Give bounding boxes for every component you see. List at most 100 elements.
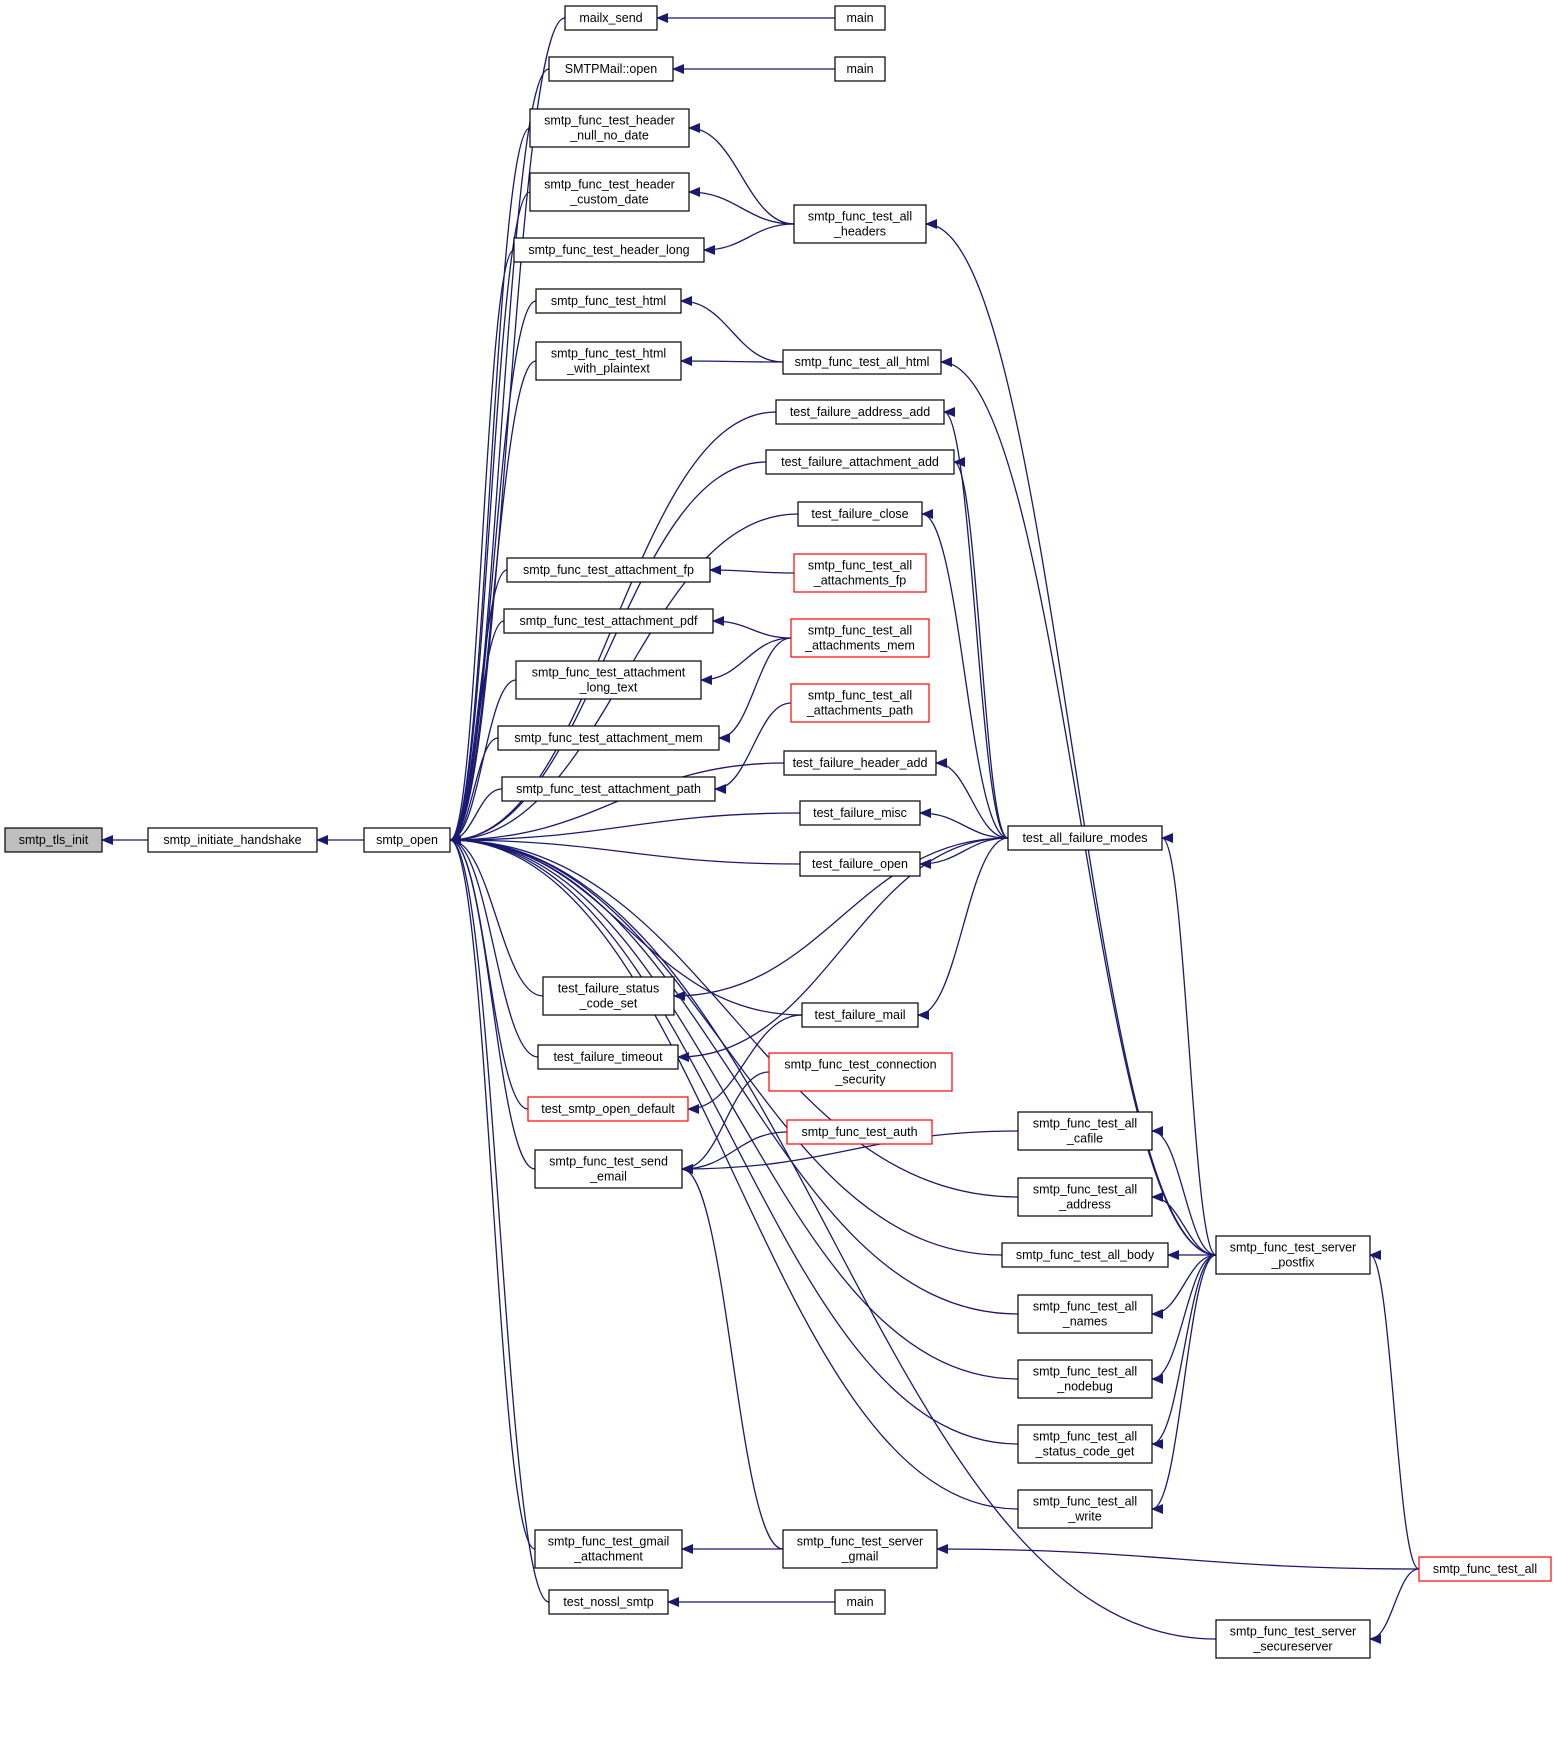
node-html[interactable]: smtp_func_test_html bbox=[535, 288, 682, 314]
node-all_cafile[interactable]: smtp_func_test_all_cafile bbox=[1017, 1111, 1153, 1151]
node-all_att_path[interactable]: smtp_func_test_all_attachments_path bbox=[790, 683, 930, 723]
edge-all_html-to-html_plain bbox=[680, 356, 784, 367]
edge-server_postfix-to-all_nodebug bbox=[1151, 1254, 1217, 1384]
node-box bbox=[834, 1589, 886, 1615]
node-label: smtp_func_test_attachment_pdf bbox=[520, 614, 698, 628]
node-att_path[interactable]: smtp_func_test_attachment_path bbox=[501, 776, 716, 802]
edge-server_postfix-to-all_headers bbox=[925, 219, 1217, 1256]
node-mailx_send[interactable]: mailx_send bbox=[564, 5, 658, 31]
node-nossl[interactable]: test_nossl_smtp bbox=[548, 1589, 669, 1615]
node-auth[interactable]: smtp_func_test_auth bbox=[786, 1119, 933, 1145]
node-box bbox=[782, 1529, 938, 1569]
node-header_null[interactable]: smtp_func_test_header_null_no_date bbox=[529, 108, 690, 148]
node-box bbox=[765, 449, 955, 475]
node-label: smtp_func_test_connection bbox=[784, 1058, 936, 1072]
node-label: smtp_func_test_attachment bbox=[532, 666, 686, 680]
node-main1[interactable]: main bbox=[834, 5, 886, 31]
node-main3[interactable]: main bbox=[834, 1589, 886, 1615]
node-all_att_mem[interactable]: smtp_func_test_all_attachments_mem bbox=[790, 618, 930, 658]
node-label: _attachments_fp bbox=[813, 574, 906, 588]
node-label: test_failure_timeout bbox=[553, 1050, 663, 1064]
node-all_nodebug[interactable]: smtp_func_test_all_nodebug bbox=[1017, 1359, 1153, 1399]
node-send_email[interactable]: smtp_func_test_send_email bbox=[534, 1149, 683, 1189]
edge-all_html-to-html bbox=[680, 296, 784, 363]
node-all_write[interactable]: smtp_func_test_all_write bbox=[1017, 1489, 1153, 1529]
edge-nossl-to-smtp_open bbox=[449, 835, 550, 1603]
node-box bbox=[564, 5, 658, 31]
node-label: smtp_open bbox=[376, 833, 438, 847]
node-box bbox=[797, 501, 923, 527]
node-tf_open[interactable]: test_failure_open bbox=[799, 851, 921, 877]
node-box bbox=[1017, 1424, 1153, 1464]
node-label: _email bbox=[589, 1170, 627, 1184]
node-tf_header[interactable]: test_failure_header_add bbox=[783, 750, 937, 776]
node-tf_status[interactable]: test_failure_status_code_set bbox=[542, 976, 675, 1016]
edge-server_postfix-to-all_address bbox=[1151, 1192, 1217, 1256]
node-server_gmail[interactable]: smtp_func_test_server_gmail bbox=[782, 1529, 938, 1569]
node-box bbox=[1215, 1235, 1371, 1275]
node-smtp_initiate_handshake[interactable]: smtp_initiate_handshake bbox=[147, 827, 318, 853]
edge-tf_misc-to-smtp_open bbox=[449, 812, 801, 845]
edge-server_gmail-to-send_email bbox=[681, 1164, 784, 1550]
node-main2[interactable]: main bbox=[834, 56, 886, 82]
node-label: _cafile bbox=[1066, 1132, 1103, 1146]
node-label: test_failure_misc bbox=[813, 806, 907, 820]
node-header_custom[interactable]: smtp_func_test_header_custom_date bbox=[529, 172, 690, 212]
node-all_att_fp[interactable]: smtp_func_test_all_attachments_fp bbox=[793, 553, 927, 593]
node-att_mem[interactable]: smtp_func_test_attachment_mem bbox=[497, 725, 720, 751]
node-gmail_att[interactable]: smtp_func_test_gmail_attachment bbox=[534, 1529, 683, 1569]
node-att_long[interactable]: smtp_func_test_attachment_long_text bbox=[515, 660, 702, 700]
node-label: smtp_func_test_all_html bbox=[795, 355, 930, 369]
node-tf_mail[interactable]: test_failure_mail bbox=[801, 1002, 919, 1028]
edge-test_all-to-server_secure bbox=[1369, 1568, 1420, 1644]
node-tf_timeout[interactable]: test_failure_timeout bbox=[537, 1044, 679, 1070]
node-html_plain[interactable]: smtp_func_test_html_with_plaintext bbox=[535, 341, 682, 381]
node-label: smtp_func_test_all bbox=[808, 559, 912, 573]
node-tf_addr[interactable]: test_failure_address_add bbox=[775, 399, 945, 425]
edge-tf_status-to-smtp_open bbox=[449, 835, 544, 997]
node-label: smtp_func_test_all bbox=[808, 689, 912, 703]
edge-att_pdf-to-smtp_open bbox=[449, 620, 505, 845]
node-all_body[interactable]: smtp_func_test_all_body bbox=[1001, 1242, 1169, 1268]
node-label: test_nossl_smtp bbox=[563, 1595, 653, 1609]
node-all_address[interactable]: smtp_func_test_all_address bbox=[1017, 1177, 1153, 1217]
node-test_all[interactable]: smtp_func_test_all bbox=[1418, 1556, 1552, 1582]
edge-server_postfix-to-all_failure bbox=[1161, 833, 1217, 1256]
node-box bbox=[1017, 1177, 1153, 1217]
node-smtp_tls_init[interactable]: smtp_tls_init bbox=[4, 827, 103, 853]
node-open_default[interactable]: test_smtp_open_default bbox=[527, 1096, 689, 1122]
node-label: _custom_date bbox=[569, 193, 649, 207]
node-label: _security bbox=[834, 1073, 886, 1087]
node-label: smtp_func_test_html bbox=[551, 294, 666, 308]
node-box bbox=[147, 827, 318, 853]
edge-tf_timeout-to-smtp_open bbox=[449, 835, 539, 1058]
node-all_failure[interactable]: test_all_failure_modes bbox=[1007, 825, 1163, 851]
node-box bbox=[542, 976, 675, 1016]
node-att_pdf[interactable]: smtp_func_test_attachment_pdf bbox=[503, 608, 714, 634]
node-tf_close[interactable]: test_failure_close bbox=[797, 501, 923, 527]
node-att_fp[interactable]: smtp_func_test_attachment_fp bbox=[506, 557, 711, 583]
edge-all_att_mem-to-att_pdf bbox=[712, 616, 792, 639]
node-tf_att[interactable]: test_failure_attachment_add bbox=[765, 449, 955, 475]
node-label: test_failure_header_add bbox=[793, 756, 928, 770]
node-label: test_smtp_open_default bbox=[541, 1102, 675, 1116]
node-tf_misc[interactable]: test_failure_misc bbox=[799, 800, 921, 826]
node-all_headers[interactable]: smtp_func_test_all_headers bbox=[793, 204, 927, 244]
node-server_secure[interactable]: smtp_func_test_server_secureserver bbox=[1215, 1619, 1371, 1659]
node-conn_sec[interactable]: smtp_func_test_connection_security bbox=[768, 1052, 953, 1092]
edge-tf_att-to-smtp_open bbox=[449, 461, 767, 845]
node-label: _long_text bbox=[579, 681, 638, 695]
node-label: _address bbox=[1058, 1198, 1110, 1212]
node-all_names[interactable]: smtp_func_test_all_names bbox=[1017, 1294, 1153, 1334]
node-all_status[interactable]: smtp_func_test_all_status_code_get bbox=[1017, 1424, 1153, 1464]
node-label: smtp_func_test_all bbox=[1033, 1183, 1137, 1197]
node-smtp_open[interactable]: smtp_open bbox=[363, 827, 451, 853]
node-label: _write bbox=[1067, 1510, 1101, 1524]
node-SMTPMail_open[interactable]: SMTPMail::open bbox=[548, 56, 674, 82]
node-header_long[interactable]: smtp_func_test_header_long bbox=[513, 237, 705, 263]
edge-all_att_mem-to-att_mem bbox=[718, 637, 792, 743]
node-all_html[interactable]: smtp_func_test_all_html bbox=[782, 349, 942, 375]
node-server_postfix[interactable]: smtp_func_test_server_postfix bbox=[1215, 1235, 1371, 1275]
edge-server_postfix-to-all_names bbox=[1151, 1254, 1217, 1319]
edge-all_att_path-to-att_path bbox=[714, 702, 792, 794]
